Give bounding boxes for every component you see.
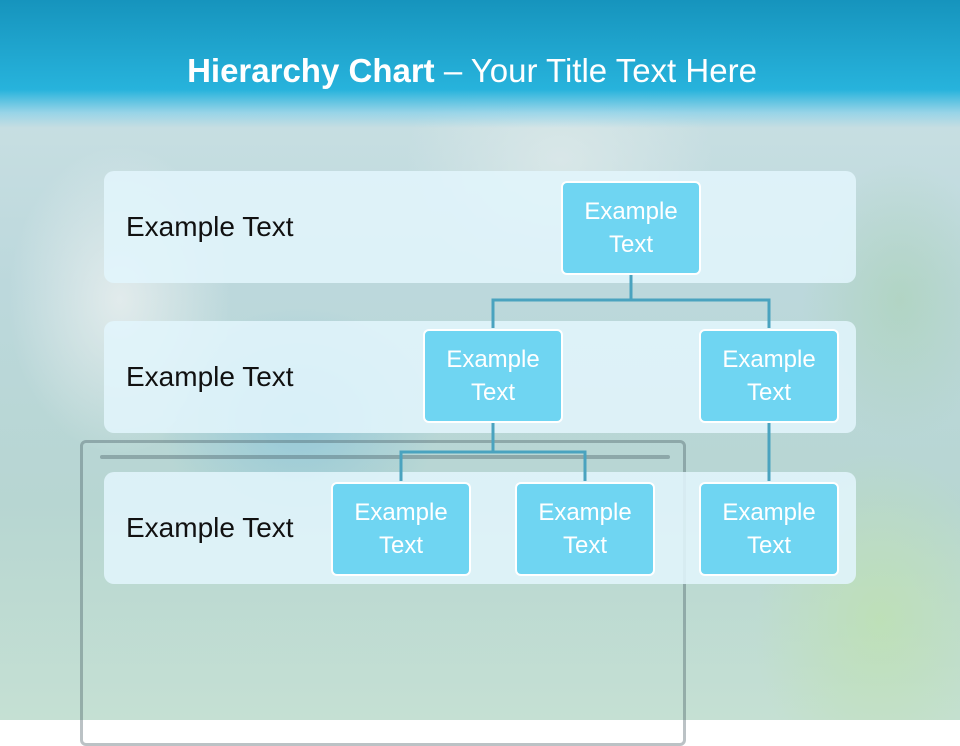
node-level3-b[interactable]: Example Text bbox=[515, 482, 655, 576]
connector-lines bbox=[399, 275, 771, 481]
connector-left-children bbox=[399, 422, 495, 481]
level-label-3: Example Text bbox=[126, 512, 294, 543]
node-level3-a[interactable]: Example Text bbox=[331, 482, 471, 576]
level-label-1: Example Text bbox=[126, 211, 294, 242]
level-band-1 bbox=[104, 171, 856, 283]
node-level2-left[interactable]: Example Text bbox=[423, 329, 563, 423]
title-bar bbox=[0, 0, 960, 128]
slide-title: Hierarchy Chart – Your Title Text Here bbox=[0, 52, 944, 90]
cart-handle-shape bbox=[100, 455, 670, 459]
node-level3-c[interactable]: Example Text bbox=[699, 482, 839, 576]
connector-left-middle bbox=[493, 450, 587, 481]
node-level2-right[interactable]: Example Text bbox=[699, 329, 839, 423]
connector-root-right bbox=[631, 298, 771, 328]
title-rest: – Your Title Text Here bbox=[434, 52, 757, 89]
title-bold: Hierarchy Chart bbox=[187, 52, 435, 89]
connector-root-children bbox=[491, 275, 633, 328]
level-label-2: Example Text bbox=[126, 361, 294, 392]
node-root[interactable]: Example Text bbox=[561, 181, 701, 275]
